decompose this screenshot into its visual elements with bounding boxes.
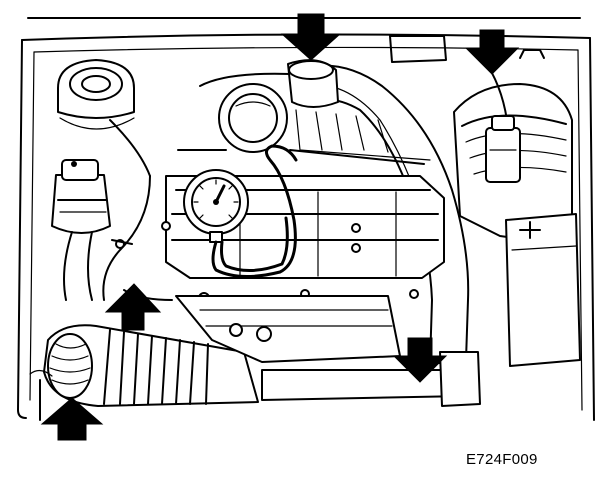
- arrow-top-center: [280, 13, 342, 61]
- coolant-reservoir: [57, 59, 151, 177]
- arrow-bottom-right: [392, 337, 448, 383]
- pressure-gauge: [183, 169, 249, 243]
- intake-bellows: [43, 324, 259, 407]
- battery: [505, 213, 581, 367]
- power-steering-reservoir: [51, 159, 111, 301]
- arrow-top-right: [464, 29, 520, 75]
- ignition-wiring: [289, 109, 431, 165]
- figure-code-label: E724F009: [466, 451, 538, 468]
- gauge-hose: [211, 144, 298, 279]
- indicator-arrows: [40, 13, 520, 441]
- oil-filler-cap: [177, 72, 291, 153]
- intake-manifold: [175, 295, 481, 407]
- brake-fluid-reservoir: [485, 115, 521, 183]
- arrow-mid-left: [104, 283, 162, 331]
- arrow-bottom-left: [40, 397, 104, 441]
